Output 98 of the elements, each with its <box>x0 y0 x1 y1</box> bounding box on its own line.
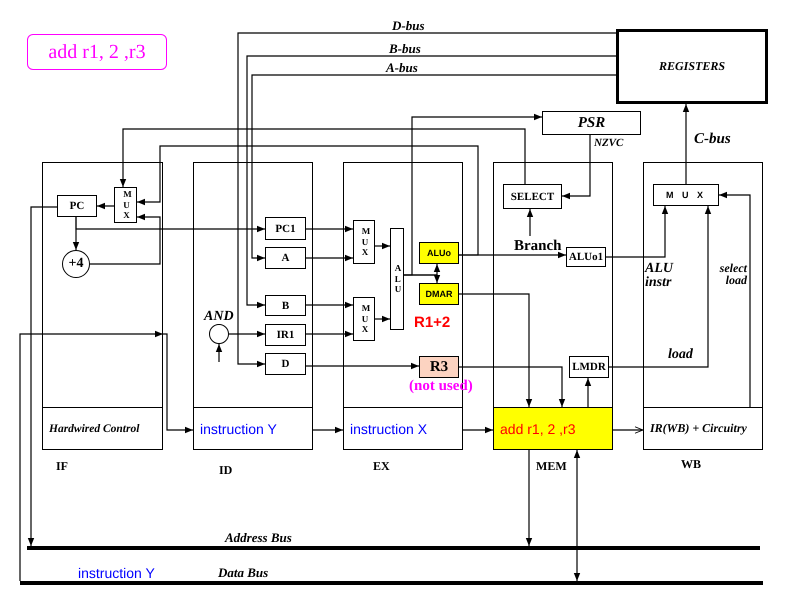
arrow <box>606 206 668 258</box>
node-label: PC1 <box>275 222 296 234</box>
arrow <box>609 206 712 368</box>
node-label: M U X <box>666 190 706 200</box>
arrow <box>682 104 690 184</box>
node-label: B <box>282 300 290 312</box>
register-box <box>542 111 641 135</box>
edge-label: D-bus <box>392 19 425 32</box>
node-label: ALUo <box>427 248 451 258</box>
arrow <box>237 32 616 368</box>
arrow <box>562 135 591 200</box>
node-label: PC <box>70 200 84 212</box>
node-label: PSR <box>578 114 606 132</box>
arrow <box>28 206 57 546</box>
stage-label: ID <box>219 463 232 478</box>
node-label: SELECT <box>510 190 554 202</box>
arrow <box>137 145 479 256</box>
arrow <box>229 330 265 338</box>
arrow <box>375 316 390 322</box>
select-box <box>503 184 562 209</box>
stage-label: IF <box>56 459 68 474</box>
stage-label: EX <box>373 459 390 474</box>
edge-label: C-bus <box>694 132 731 147</box>
arrow <box>375 242 390 250</box>
arrow <box>306 330 353 338</box>
node-label: Hardwired Control <box>49 422 140 434</box>
note-text: instruction Y <box>78 565 155 581</box>
edge-label: select load <box>718 262 747 286</box>
edge-label: ALU instr <box>645 262 674 290</box>
node-label: A L U <box>394 263 400 295</box>
node-label: Data Bus <box>218 565 268 581</box>
arrow <box>526 209 534 236</box>
node-label: A <box>282 252 290 264</box>
node-label: add r1, 2 ,r3 <box>500 420 576 436</box>
arrow <box>75 217 265 232</box>
arrow <box>459 366 566 407</box>
edge-label: Branch <box>514 239 562 254</box>
node-label: add r1, 2 ,r3 <box>48 40 146 64</box>
edge-label: A-bus <box>386 61 418 74</box>
arrow <box>463 426 493 434</box>
arrow <box>306 226 353 232</box>
register-box <box>569 356 609 378</box>
arrow <box>459 293 532 407</box>
node-label: IR1 <box>276 329 294 341</box>
edge-label: NZVC <box>594 138 624 149</box>
arrow <box>90 214 161 265</box>
register-box <box>265 217 306 240</box>
arrow <box>306 302 353 308</box>
node-label: ALUo1 <box>568 251 604 263</box>
node-label: LMDR <box>572 361 606 373</box>
node-label: instruction X <box>350 420 428 436</box>
node-label: IR(WB) + Circuitry <box>650 421 747 436</box>
arrow <box>306 362 419 370</box>
register-box <box>265 324 306 346</box>
node-label: REGISTERS <box>658 59 726 74</box>
stage-instruction-box <box>493 407 613 450</box>
multiplexer-box <box>653 184 719 206</box>
node-label: DMAR <box>426 289 452 299</box>
node-label: D <box>282 358 290 370</box>
arrow <box>216 344 222 362</box>
stage-label: WB <box>681 457 702 472</box>
note-text: R1+2 <box>414 314 450 331</box>
arrow <box>719 192 751 407</box>
arrow <box>526 450 532 546</box>
stage-label: MEM <box>536 459 567 474</box>
node-label: Address Bus <box>225 530 292 546</box>
arrow <box>584 378 592 407</box>
register-file-box <box>616 29 768 104</box>
node-label: +4 <box>68 256 84 272</box>
register-box <box>265 247 306 269</box>
instruction-box <box>27 34 167 70</box>
arrow <box>251 74 616 262</box>
arrow <box>19 330 163 581</box>
arrow <box>163 333 193 434</box>
arrow <box>120 128 526 187</box>
multiplexer-box <box>114 187 137 223</box>
node-label: AND <box>204 309 234 325</box>
adder-circle <box>62 250 90 278</box>
register-box <box>566 247 606 267</box>
arrow <box>459 252 566 258</box>
arrow <box>97 202 114 210</box>
arrow <box>574 450 580 581</box>
register-box <box>265 295 306 316</box>
node-label: instruction Y <box>200 420 277 436</box>
alu-box <box>390 228 404 330</box>
arrow <box>306 254 353 262</box>
register-box <box>419 242 459 264</box>
arrow <box>613 426 644 434</box>
register-box <box>57 195 97 217</box>
multiplexer-box <box>353 297 375 341</box>
edge-label: load <box>668 348 693 362</box>
node-label: R3 <box>430 358 448 376</box>
multiplexer-box <box>353 220 375 264</box>
register-box <box>265 353 306 375</box>
arrow <box>313 426 343 434</box>
arrow <box>404 274 440 283</box>
arrow <box>246 55 616 308</box>
edge-label: B-bus <box>389 42 421 55</box>
